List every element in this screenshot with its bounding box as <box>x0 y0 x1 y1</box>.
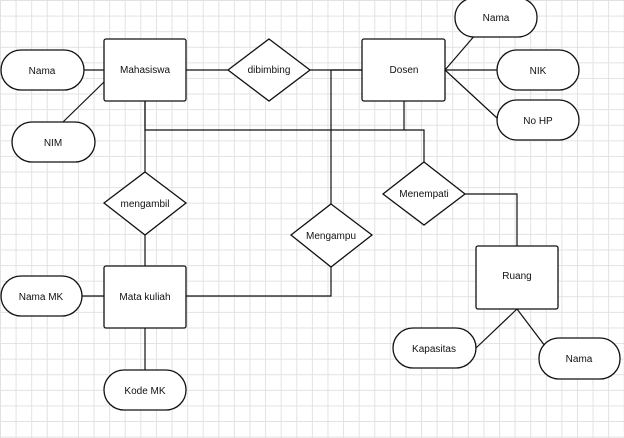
attribute-dosen-nama-label: Nama <box>483 13 510 24</box>
attribute-dosen-nohp-label: No HP <box>523 116 553 127</box>
attribute-mahasiswa-nim-label: NIM <box>44 138 62 149</box>
entity-mata-kuliah[interactable]: Mata kuliah <box>103 265 187 329</box>
attribute-dosen-nik-label: NIK <box>530 66 547 77</box>
relationship-dibimbing-label: dibimbing <box>248 65 291 76</box>
line-matakuliah-mengampu <box>186 267 332 297</box>
line-menempati-ruang <box>465 193 518 246</box>
connectors <box>62 33 546 370</box>
relationship-dibimbing[interactable]: dibimbing <box>226 38 312 102</box>
line-dosen-nama <box>444 33 477 71</box>
entity-mahasiswa-label: Mahasiswa <box>120 65 170 76</box>
line-ruang-kapasitas <box>475 308 518 349</box>
entity-ruang-label: Ruang <box>502 271 531 282</box>
entity-dosen-label: Dosen <box>390 65 419 76</box>
entity-mata-kuliah-label: Mata kuliah <box>119 292 170 303</box>
line-nim-mahasiswa <box>62 81 105 123</box>
attribute-dosen-nik[interactable]: NIK <box>496 49 580 91</box>
attribute-ruang-kapasitas-label: Kapasitas <box>412 344 456 355</box>
relationship-mengambil-label: mengambil <box>121 199 170 210</box>
relationship-mengambil[interactable]: mengambil <box>102 171 188 236</box>
attribute-ruang-kapasitas[interactable]: Kapasitas <box>392 327 477 369</box>
attribute-mahasiswa-nama-label: Nama <box>29 66 56 77</box>
relationship-menempati-label: Menempati <box>399 189 448 200</box>
attribute-mahasiswa-nama[interactable]: Nama <box>0 49 85 91</box>
entity-ruang[interactable]: Ruang <box>475 245 559 310</box>
entity-mahasiswa[interactable]: Mahasiswa <box>103 38 187 102</box>
attribute-ruang-nama-label: Nama <box>566 354 593 365</box>
attribute-dosen-nama[interactable]: Nama <box>454 0 538 38</box>
attribute-ruang-nama[interactable]: Nama <box>538 337 621 380</box>
relationship-mengampu[interactable]: Mengampu <box>289 203 374 268</box>
entity-dosen[interactable]: Dosen <box>361 38 446 102</box>
attribute-dosen-nohp[interactable]: No HP <box>496 99 580 141</box>
attribute-matakuliah-kode-label: Kode MK <box>124 386 165 397</box>
attribute-matakuliah-nama[interactable]: Nama MK <box>0 275 83 317</box>
attribute-matakuliah-nama-label: Nama MK <box>19 292 64 303</box>
line-dosen-nohp <box>444 69 498 119</box>
line-ruang-nama <box>516 308 546 347</box>
relationship-mengampu-label: Mengampu <box>306 231 356 242</box>
attribute-mahasiswa-nim[interactable]: NIM <box>11 121 96 163</box>
relationship-menempati[interactable]: Menempati <box>381 161 467 226</box>
line-mengampu-dosen <box>330 69 362 204</box>
line-mahasiswa-menempati <box>144 101 425 162</box>
attribute-matakuliah-kode[interactable]: Kode MK <box>103 369 187 411</box>
